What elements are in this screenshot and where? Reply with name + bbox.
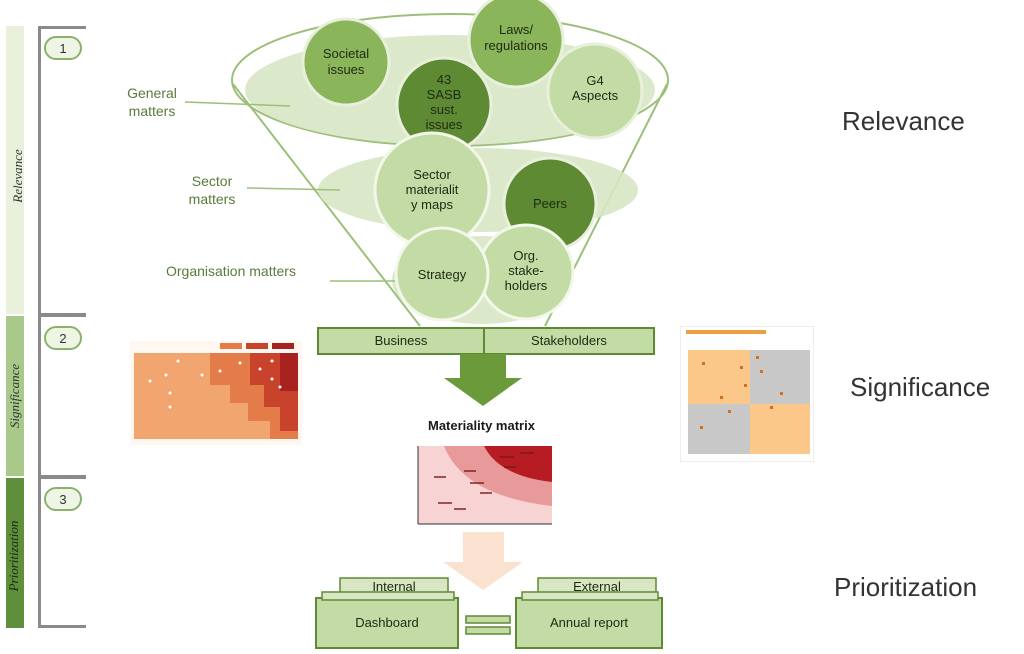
business-label: Business bbox=[374, 333, 428, 348]
materiality-matrix-title: Materiality matrix bbox=[428, 418, 535, 433]
phase-bar-prioritization bbox=[6, 478, 24, 628]
general-matters-label: General matters bbox=[116, 84, 188, 120]
phase-number-3: 3 bbox=[44, 487, 82, 511]
laws-line2: regulations bbox=[484, 38, 548, 53]
sector-maps-line2: materialit bbox=[406, 182, 459, 197]
materiality-matrix-thumbnail bbox=[404, 436, 554, 532]
sasb-line1: 43 bbox=[437, 72, 451, 87]
sasb-line4: issues bbox=[426, 117, 463, 132]
societal-line2: issues bbox=[328, 62, 365, 77]
dashboard-label: Dashboard bbox=[355, 615, 419, 630]
equals-top bbox=[465, 615, 511, 624]
general-line2: matters bbox=[128, 103, 176, 119]
org-line3: holders bbox=[505, 278, 548, 293]
g4-line1: G4 bbox=[586, 73, 603, 88]
societal-line1: Societal bbox=[323, 46, 369, 61]
org-line2: stake- bbox=[508, 263, 543, 278]
stage-label-prioritization: Prioritization bbox=[834, 572, 978, 602]
annual-report-doc bbox=[515, 597, 663, 649]
general-connector bbox=[184, 101, 291, 107]
circle-laws-regulations bbox=[467, 0, 565, 89]
phase-number-1: 1 bbox=[44, 36, 82, 60]
sector-line2: matters bbox=[188, 191, 236, 207]
circle-societal-issues bbox=[301, 17, 391, 107]
phase-bar-relevance bbox=[6, 26, 24, 314]
material-issues-thumbnail bbox=[130, 341, 302, 445]
stage-label-relevance: Relevance bbox=[842, 106, 965, 136]
sector-line1: Sector bbox=[191, 173, 233, 189]
org-line1: Org. bbox=[513, 248, 538, 263]
phase-bar-significance bbox=[6, 316, 24, 476]
general-line1: General bbox=[127, 85, 177, 101]
sector-maps-line1: Sector bbox=[413, 167, 451, 182]
peers-label: Peers bbox=[533, 196, 567, 211]
sasb-line2: SASB bbox=[427, 87, 462, 102]
down-arrow-green bbox=[444, 354, 522, 406]
external-tab-label: External bbox=[573, 579, 621, 594]
down-arrow-faded bbox=[443, 532, 523, 590]
strategy-label: Strategy bbox=[418, 267, 467, 282]
circle-strategy bbox=[394, 226, 490, 322]
annual-report-label: Annual report bbox=[549, 615, 629, 630]
internal-tab-label: Internal bbox=[372, 579, 416, 594]
funnel-left-edge bbox=[232, 83, 421, 327]
phase-bracket-3 bbox=[38, 476, 86, 628]
organisation-matters-label: Organisation matters bbox=[166, 263, 296, 279]
laws-line1: Laws/ bbox=[499, 22, 533, 37]
stakeholders-box bbox=[483, 327, 655, 355]
circle-g4-aspects bbox=[546, 42, 644, 140]
g4-line2: Aspects bbox=[572, 88, 619, 103]
stakeholder-engagement-thumbnail bbox=[680, 326, 814, 462]
stage-label-significance: Significance bbox=[850, 372, 991, 402]
stakeholders-label: Stakeholders bbox=[531, 333, 607, 348]
equals-bottom bbox=[465, 626, 511, 635]
sector-maps-line3: y maps bbox=[411, 197, 453, 212]
sector-connector bbox=[246, 187, 341, 191]
sector-matters-label: Sector matters bbox=[176, 172, 248, 208]
phase-number-2: 2 bbox=[44, 326, 82, 350]
sasb-line3: sust. bbox=[430, 102, 457, 117]
